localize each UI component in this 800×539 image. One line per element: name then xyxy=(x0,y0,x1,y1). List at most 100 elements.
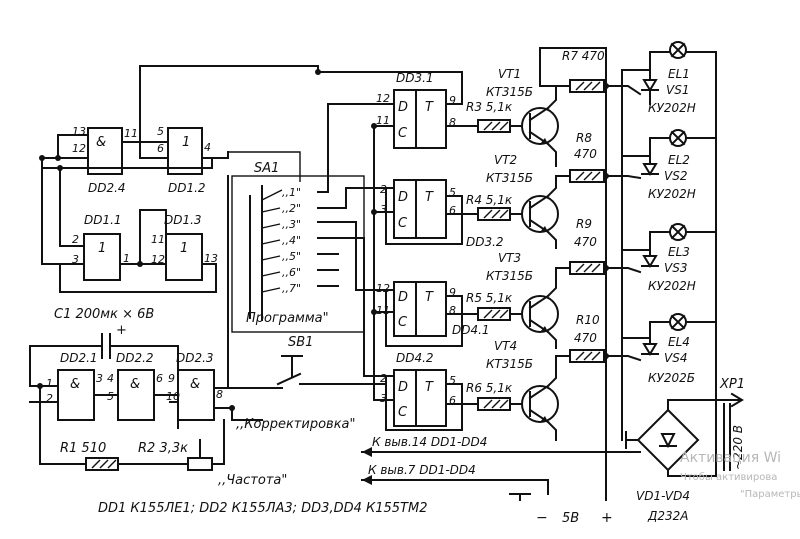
sb1-label: SB1 xyxy=(288,335,313,350)
pin-label: 10 xyxy=(166,390,180,403)
vt-type: КТ315Б xyxy=(486,171,533,185)
gate-symbol: & xyxy=(130,377,140,392)
gate-label: DD2.4 xyxy=(88,181,126,195)
stage-vt1: VT1 КТ315Б R3 5,1к R7 470 xyxy=(466,49,623,161)
pin-label: 11 xyxy=(376,304,390,317)
korrektirovka-label: ,,Корректировка" xyxy=(236,417,356,432)
pin-label: 1 xyxy=(46,377,53,390)
pin-label: 3 xyxy=(72,253,79,266)
r1-label: R1 510 xyxy=(60,441,106,456)
gate-dd1-1: 1 DD1.1 2 3 1 xyxy=(72,213,130,281)
pin-label: 12 xyxy=(376,92,390,105)
c1-label: C1 200мк × 6В xyxy=(54,307,154,322)
lamp-label: EL1 xyxy=(668,67,690,81)
trigger-c: C xyxy=(398,126,408,141)
pin-label: 8 xyxy=(449,304,456,317)
trigger-label: DD3.1 xyxy=(396,71,434,85)
gate-dd1-3: 1 DD1.3 11 12 13 xyxy=(151,213,218,281)
button-sb1: SB1 xyxy=(215,175,387,389)
vt-type: КТ315Б xyxy=(486,357,533,371)
pin-label: 3 xyxy=(380,203,387,216)
sa1-label: SA1 xyxy=(254,161,279,176)
trigger-d: D xyxy=(398,190,408,205)
pin-label: 5 xyxy=(107,390,114,403)
gate-label: DD2.1 xyxy=(60,351,98,365)
pin-label: 6 xyxy=(157,142,164,155)
pin14-label: К выв.14 DD1-DD4 xyxy=(372,435,487,449)
pin-label: 13 xyxy=(72,125,86,138)
pin-label: 12 xyxy=(376,282,390,295)
trigger-dd3-2: D C T DD3.2 2 3 5 6 xyxy=(380,179,504,249)
pin-label: 9 xyxy=(449,94,456,107)
vt-label: VT2 xyxy=(494,153,517,167)
gate-dd1-2: 1 DD1.2 5 6 4 xyxy=(157,125,211,195)
pin-label: 3 xyxy=(380,392,387,405)
pin-label: 9 xyxy=(449,286,456,299)
stage-vt4: VT4 КТ315Б R6 5,1к R10 470 xyxy=(466,313,623,441)
vt-label: VT3 xyxy=(498,251,521,265)
trigger-label: DD4.2 xyxy=(396,351,434,365)
parts-note: DD1 К155ЛЕ1; DD2 К155ЛА3; DD3,DD4 К155ТМ… xyxy=(98,501,427,516)
gate-symbol: 1 xyxy=(98,241,106,256)
rb-label: R3 5,1к xyxy=(466,100,513,114)
watermark-line: Активация Wi xyxy=(680,450,781,466)
plus-sign: + xyxy=(601,510,613,526)
rc-label: R8 xyxy=(576,131,592,145)
trigger-t: T xyxy=(425,380,434,395)
switch-sa1: SA1 ,,1" ,,2" ,,3" ,,4" ,,5" ,,6" ,,7" П… xyxy=(228,151,365,333)
gate-label: DD2.3 xyxy=(176,351,214,365)
thyristor-label: VS4 xyxy=(664,351,687,365)
thyristor-type: КУ202Б xyxy=(648,371,695,385)
pin-label: 4 xyxy=(107,372,114,385)
pin-label: 3 xyxy=(96,372,103,385)
pin-label: 8 xyxy=(216,388,223,401)
stage-vt2: VT2 КТ315Б R4 5,1к R8 470 xyxy=(466,131,623,249)
gate-wiring xyxy=(29,134,263,465)
lamp-label: EL3 xyxy=(668,245,690,259)
trigger-label: DD3.2 xyxy=(466,235,504,249)
trigger-label: DD4.1 xyxy=(452,323,490,337)
gate-symbol: & xyxy=(96,135,106,150)
pin-label: 9 xyxy=(168,372,175,385)
switch-position: ,,6" xyxy=(282,266,301,279)
switch-position: ,,5" xyxy=(282,250,301,263)
vt-type: КТ315Б xyxy=(486,269,533,283)
gate-label: DD1.3 xyxy=(164,213,202,227)
bridge-label: VD1-VD4 xyxy=(636,489,690,503)
gate-symbol: 1 xyxy=(180,241,188,256)
c1-plus: + xyxy=(116,323,127,338)
switch-wiring xyxy=(317,103,387,377)
pin-label: 1 xyxy=(123,252,130,265)
minus-sign: − xyxy=(536,510,548,526)
trigger-c: C xyxy=(398,315,408,330)
mains-plug-xp1: XP1 ~220 В xyxy=(699,377,745,477)
pin-label: 11 xyxy=(376,114,390,127)
thyristor-type: КУ202Н xyxy=(648,187,696,201)
trigger-d: D xyxy=(398,100,408,115)
pin-label: 13 xyxy=(204,252,218,265)
watermark-line: Чтобы активирова xyxy=(680,472,777,483)
switch-position: ,,4" xyxy=(282,234,301,247)
gate-dd2-4: & DD2.4 13 12 11 xyxy=(72,125,138,195)
pin-label: 6 xyxy=(449,394,456,407)
gate-symbol: & xyxy=(190,377,200,392)
trigger-wiring xyxy=(121,65,479,431)
gate-dd2-3: & DD2.3 9 10 8 xyxy=(166,351,223,421)
bridge-type: Д232А xyxy=(647,509,689,523)
gate-label: DD1.1 xyxy=(84,213,122,227)
pin-label: 11 xyxy=(151,233,165,246)
diode-bridge: VD1-VD4 Д232А xyxy=(625,399,701,523)
r2-label: R2 3,3к xyxy=(138,441,188,456)
gate-dd2-2: & DD2.2 4 5 6 xyxy=(107,351,163,421)
trigger-dd3-1: D C T DD3.1 12 11 9 8 xyxy=(376,71,456,149)
thyristor-type: КУ202Н xyxy=(648,279,696,293)
lamp-group-2: EL2 VS2 КУ202Н xyxy=(621,129,717,201)
trigger-t: T xyxy=(425,100,434,115)
pin-label: 12 xyxy=(151,253,165,266)
thyristor-label: VS2 xyxy=(664,169,687,183)
rb-label: R5 5,1к xyxy=(466,291,513,305)
rc-value: 470 xyxy=(574,147,597,161)
gate-label: DD1.2 xyxy=(168,181,206,195)
lamp-label: EL4 xyxy=(668,335,690,349)
